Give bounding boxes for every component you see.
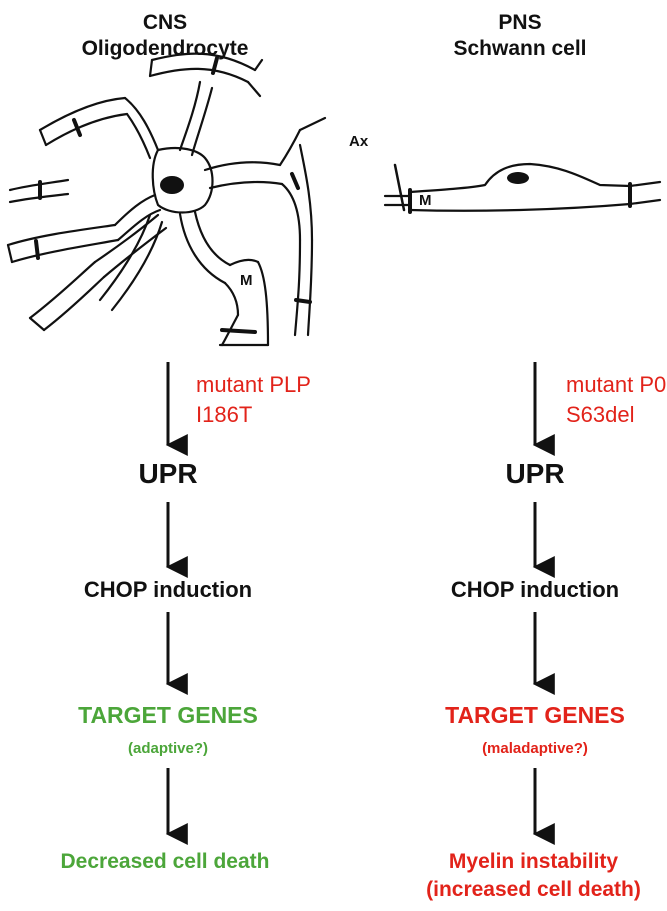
cns-outcome: Decreased cell death: [60, 850, 270, 873]
pns-outcome: Myelin instability (increased cell death…: [400, 848, 667, 904]
cns-title-line1: CNS: [142, 11, 188, 34]
cns-chop-induction: CHOP induction: [83, 577, 253, 602]
pns-chop-induction: CHOP induction: [450, 577, 620, 602]
cns-mutation-line2: I186T: [196, 402, 253, 427]
cns-target-genes: TARGET GENES: [78, 702, 258, 728]
pns-mutation-line1: mutant P0: [566, 372, 667, 397]
pns-title-line1: PNS: [498, 11, 542, 34]
pns-mutation: mutant P0 S63del: [566, 370, 666, 430]
pns-outcome-line1: Myelin instability: [448, 850, 619, 873]
schwann-cell-illustration: [383, 162, 662, 214]
pns-ax-label: Ax: [349, 133, 369, 150]
pns-mutation-line2: S63del: [566, 402, 635, 427]
pns-target-note: (maladaptive?): [482, 740, 588, 757]
cns-target-note: (adaptive?): [127, 740, 208, 757]
pns-m-label: M: [419, 192, 432, 209]
oligodendrocyte-illustration: [6, 52, 327, 347]
cns-mutation-line1: mutant PLP: [196, 372, 311, 397]
cns-m-label: M: [240, 272, 253, 289]
pns-target-genes: TARGET GENES: [445, 702, 625, 728]
cns-mutation: mutant PLP I186T: [196, 370, 311, 430]
pns-title: PNS Schwann cell: [430, 10, 610, 62]
pns-title-line2: Schwann cell: [453, 37, 587, 60]
cns-upr: UPR: [138, 458, 198, 489]
pns-upr: UPR: [505, 458, 565, 489]
pns-outcome-line2: (increased cell death): [426, 878, 641, 901]
